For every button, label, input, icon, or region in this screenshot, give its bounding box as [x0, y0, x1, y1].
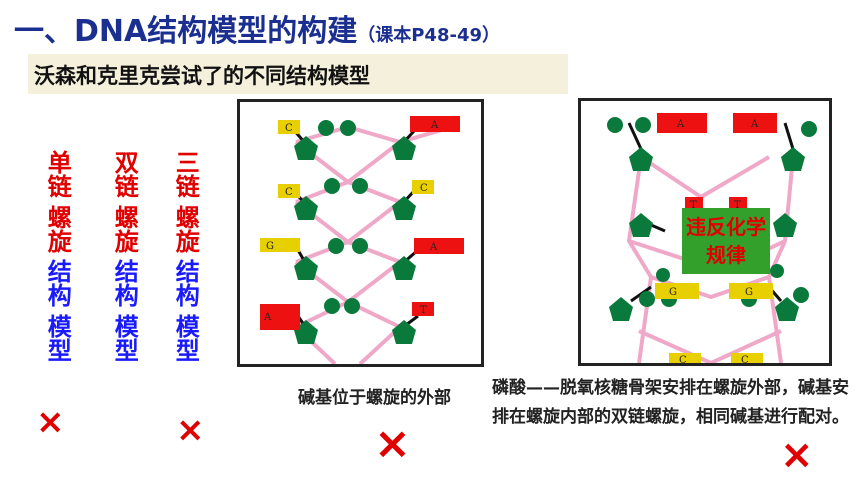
page-title: 一、DNA结构模型的构建（课本P48-49） — [14, 6, 500, 50]
model-suffix: 结构模型 — [107, 259, 141, 368]
base-label: G — [266, 241, 274, 252]
base-label: G — [669, 287, 677, 298]
model-name: 三链螺旋 — [168, 150, 202, 259]
model-suffix-line1: 结构 — [171, 259, 200, 307]
diagram-bases-outside: C A C C G A A T — [237, 99, 484, 367]
cross-mark-single: × — [36, 402, 65, 442]
model-label-double: 双链螺旋 结构模型 — [107, 150, 141, 368]
model-suffix-line1: 结构 — [110, 259, 139, 307]
model-name-line1: 三链 — [171, 150, 200, 198]
base-label: A — [429, 242, 438, 253]
base-label: A — [750, 119, 759, 130]
model-name: 单链螺旋 — [40, 150, 74, 259]
model-name-line2: 螺旋 — [171, 204, 200, 253]
model-suffix-line2: 模型 — [110, 313, 139, 362]
cross-mark-same-base-pairing: × — [780, 432, 814, 478]
model-suffix-line2: 模型 — [43, 313, 72, 362]
model-name-line1: 双链 — [110, 150, 139, 198]
subtitle-background — [28, 54, 568, 94]
base-label: C — [285, 187, 293, 198]
model-suffix-line1: 结构 — [43, 259, 72, 307]
base-label: A — [676, 119, 685, 130]
base-label: T — [690, 200, 697, 211]
title-note: （课本P48-49） — [357, 25, 500, 46]
title-main: 一、DNA结构模型的构建 — [14, 14, 358, 49]
model-suffix-line2: 模型 — [171, 313, 200, 362]
base-label: C — [285, 123, 293, 134]
model-name-line1: 单链 — [43, 150, 72, 198]
cross-mark-triple: × — [176, 410, 205, 450]
base-label: C — [420, 183, 428, 194]
model-name-line2: 螺旋 — [43, 204, 72, 253]
dna-triple-helix-illustration: A A T T G G C C — [607, 113, 817, 363]
model-suffix: 结构模型 — [168, 259, 202, 368]
model-name-line2: 螺旋 — [110, 204, 139, 253]
model-suffix: 结构模型 — [40, 259, 74, 368]
base-label: C — [679, 355, 687, 363]
violation-label: 违反化学规律 — [682, 208, 770, 274]
base-label: T — [734, 200, 741, 211]
base-label: G — [745, 287, 753, 298]
model-label-single: 单链螺旋 结构模型 — [40, 150, 74, 368]
note-bases-outside: 碱基位于螺旋的外部 — [298, 384, 478, 413]
dna-bases-outside-illustration: C A C C G A A T — [260, 116, 464, 364]
cross-mark-bases-outside: × — [374, 418, 411, 469]
base-label: A — [430, 120, 439, 131]
subtitle: 沃森和克里克尝试了的不同结构模型 — [34, 64, 370, 88]
base-label: C — [741, 355, 749, 363]
note-phosphate-backbone: 磷酸——脱氧核糖骨架安排在螺旋外部，碱基安排在螺旋内部的双链螺旋，相同碱基进行配… — [492, 374, 852, 432]
model-label-triple: 三链螺旋 结构模型 — [168, 150, 202, 368]
base-label: T — [420, 305, 427, 316]
base-label: A — [263, 312, 272, 323]
model-name: 双链螺旋 — [107, 150, 141, 259]
